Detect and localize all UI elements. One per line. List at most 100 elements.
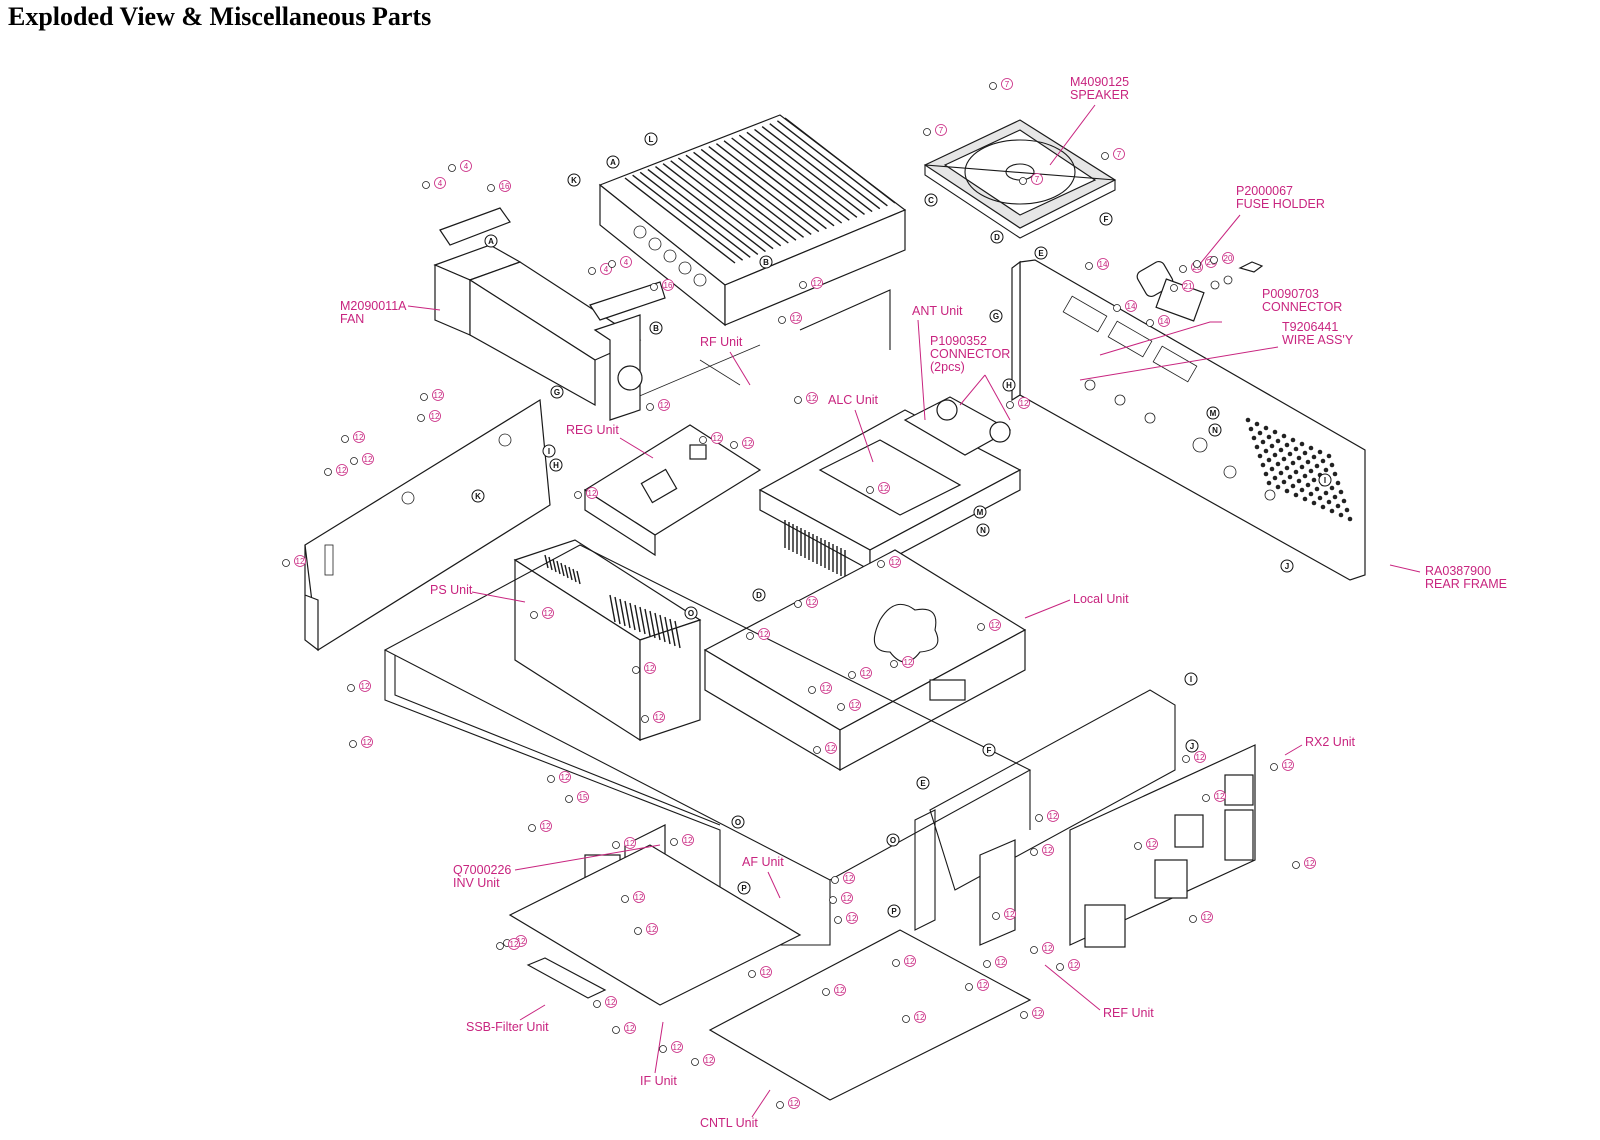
svg-text:ANT Unit: ANT Unit	[912, 304, 963, 318]
callout-circle	[1031, 173, 1043, 185]
grille-hole	[1299, 464, 1305, 470]
callout-number: 12	[862, 669, 871, 678]
reference-m: M	[1206, 406, 1220, 420]
screw-icon	[965, 983, 973, 991]
callout-circle	[860, 667, 872, 679]
callout-number: 12	[355, 433, 364, 442]
reference-d: D	[990, 230, 1004, 244]
screw-icon	[1179, 265, 1187, 273]
callout-circle	[633, 891, 645, 903]
reference-j: J	[1185, 739, 1199, 753]
reference-circle	[684, 606, 698, 620]
callout-circle	[605, 996, 617, 1008]
callout-12: 12	[778, 312, 802, 324]
screw-icon	[634, 927, 642, 935]
callout-12: 12	[813, 742, 837, 754]
callout-4: 4	[588, 263, 612, 275]
callout-circle	[820, 682, 832, 694]
heatsink-fin	[746, 131, 858, 218]
reference-letter: K	[571, 176, 577, 185]
cntl-unit-board	[708, 929, 1032, 1101]
callout-circle	[1158, 315, 1170, 327]
callout-circle	[811, 277, 823, 289]
grille-hole	[1248, 426, 1254, 432]
callout-circle	[1182, 280, 1194, 292]
grille-hole	[1245, 417, 1251, 423]
label-inv-unit: Q7000226 INV Unit	[453, 844, 661, 890]
reference-letter: I	[548, 447, 550, 456]
reference-letter: I	[1190, 675, 1192, 684]
label-connector-rear: P0090703 CONNECTOR	[1099, 287, 1342, 356]
reference-circle	[567, 173, 581, 187]
callout-circle	[1001, 78, 1013, 90]
grille-hole	[1317, 495, 1323, 501]
screw-icon	[877, 560, 885, 568]
left-side-frame	[304, 398, 551, 652]
heatsink-fin	[685, 154, 797, 241]
callout-12: 12	[799, 277, 823, 289]
callout-circle	[644, 662, 656, 674]
callout-number: 12	[1006, 910, 1015, 919]
callout-number: 12	[673, 1043, 682, 1052]
callout-12: 12	[612, 837, 636, 849]
callout-12: 12	[496, 938, 520, 950]
svg-text:CONNECTOR: CONNECTOR	[930, 347, 1010, 361]
callout-number: 12	[1044, 944, 1053, 953]
callout-7: 7	[1019, 173, 1043, 185]
callout-7: 7	[1101, 148, 1125, 160]
callout-7: 7	[923, 124, 947, 136]
reference-letter: H	[1006, 381, 1012, 390]
callout-12: 12	[1292, 857, 1316, 869]
reference-circle	[1208, 423, 1222, 437]
grille-hole	[1302, 450, 1308, 456]
callout-7: 7	[989, 78, 1013, 90]
callout-number: 12	[1049, 812, 1058, 821]
callout-circle	[825, 742, 837, 754]
callout-number: 12	[991, 621, 1000, 630]
callout-number: 12	[434, 391, 443, 400]
ps-vent-slot	[659, 614, 666, 643]
grille-hole	[1278, 447, 1284, 453]
callout-circle	[586, 487, 598, 499]
grille-hole	[1275, 438, 1281, 444]
grille-hole	[1329, 508, 1335, 514]
svg-text:P2000067: P2000067	[1236, 184, 1293, 198]
callout-12: 12	[794, 596, 818, 608]
svg-text:IF Unit: IF Unit	[640, 1074, 677, 1088]
grille-hole	[1332, 471, 1338, 477]
screw-icon	[748, 970, 756, 978]
grille-hole	[1305, 482, 1311, 488]
reference-letter: K	[475, 492, 481, 501]
screw-icon	[1030, 848, 1038, 856]
grille-hole	[1272, 475, 1278, 481]
grille-hole	[1329, 485, 1335, 491]
screw-icon	[776, 1101, 784, 1109]
callout-circle	[671, 1041, 683, 1053]
callout-number: 12	[1196, 753, 1205, 762]
reference-letter: J	[1285, 562, 1289, 571]
callout-circle	[1146, 838, 1158, 850]
heatsink-fin	[761, 126, 873, 213]
heatsink-fin	[647, 168, 759, 255]
callout-4: 4	[422, 177, 446, 189]
reference-letter: A	[610, 158, 616, 167]
grille-hole	[1290, 460, 1296, 466]
callout-12: 12	[350, 453, 374, 465]
callout-16: 16	[487, 180, 511, 192]
callout-12: 12	[547, 771, 571, 783]
screw-icon	[1134, 842, 1142, 850]
ps-vent-slot	[564, 564, 569, 579]
callout-circle	[361, 736, 373, 748]
label-speaker: M4090125 SPEAKER	[1049, 75, 1129, 166]
heatsink-fin	[716, 143, 827, 230]
callout-12: 12	[1189, 911, 1213, 923]
screw-icon	[923, 128, 931, 136]
grille-hole	[1296, 478, 1302, 484]
screw-icon	[1101, 152, 1109, 160]
callout-number: 12	[822, 684, 831, 693]
screw-icon	[983, 960, 991, 968]
grille-hole	[1308, 491, 1314, 497]
label-ant-unit: ANT Unit	[912, 304, 963, 421]
reg-unit	[583, 424, 762, 557]
